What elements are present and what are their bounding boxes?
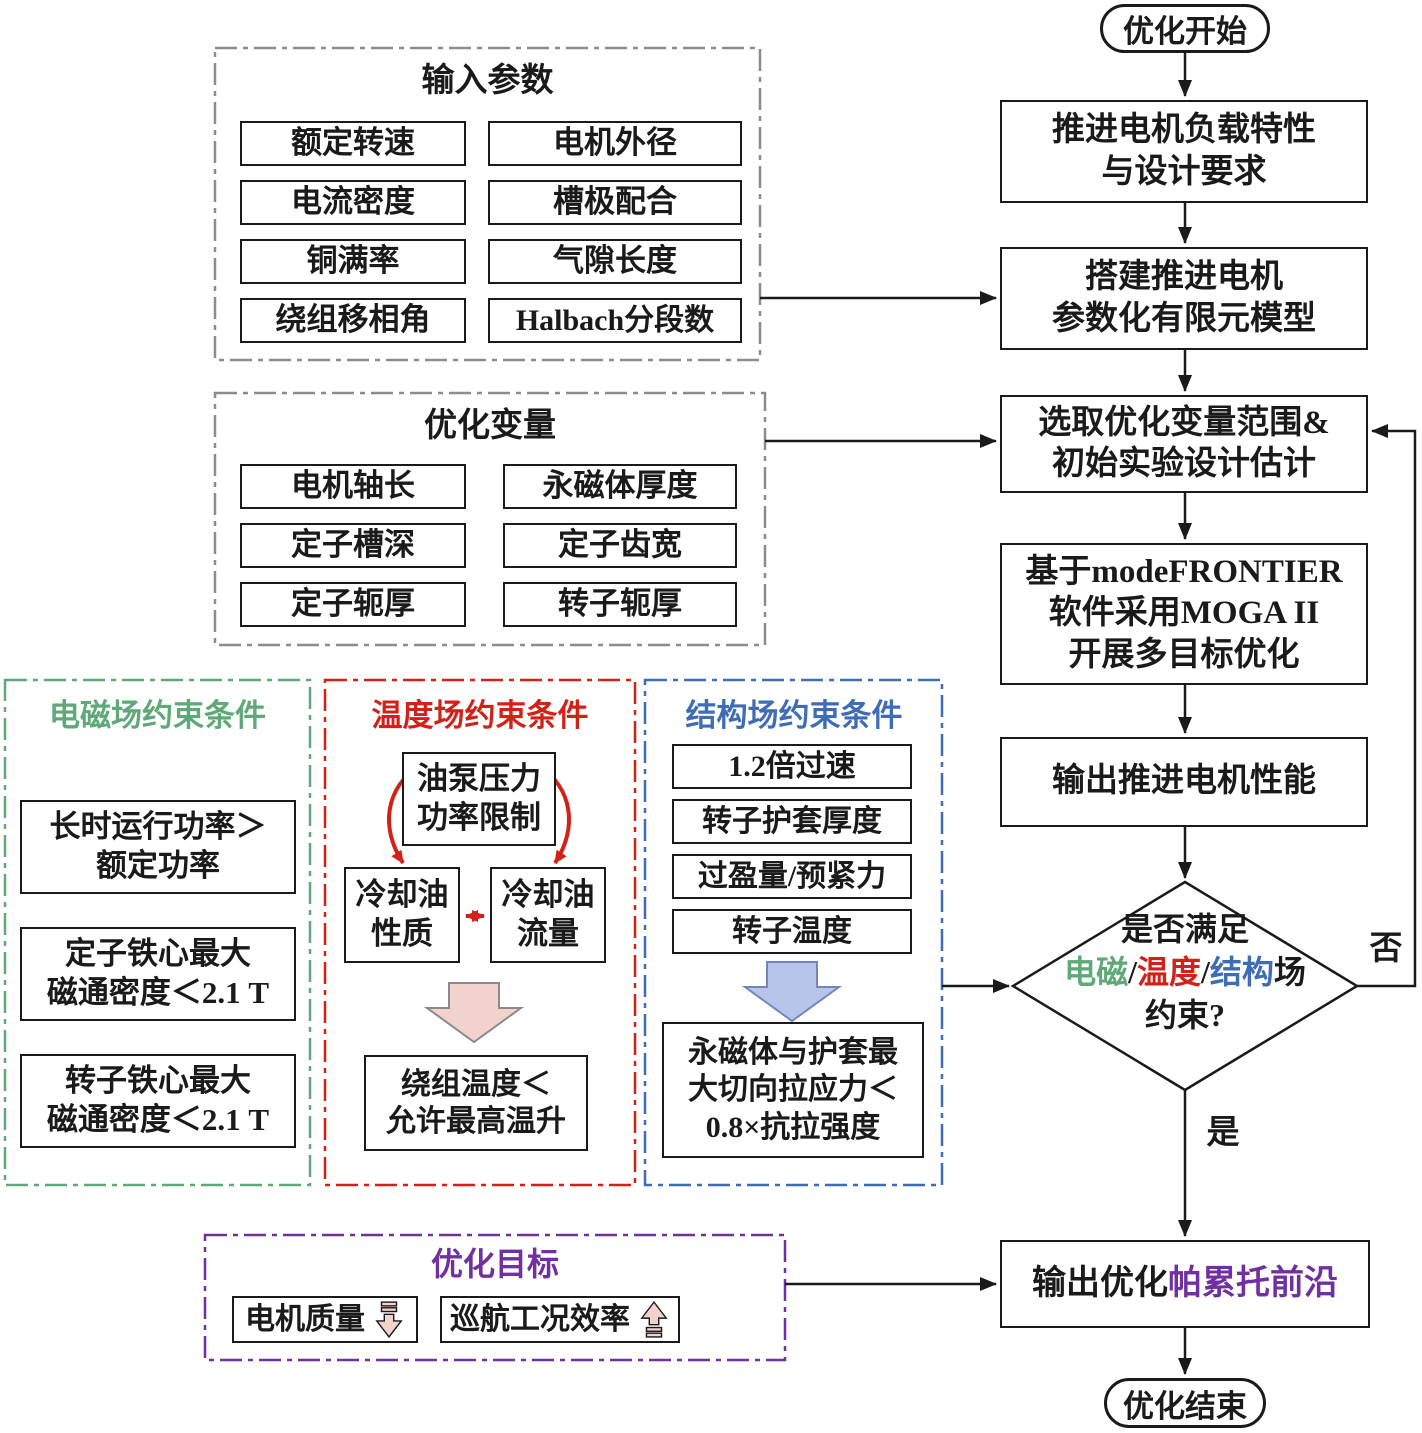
decision-thermal-label: 温度 xyxy=(1136,954,1201,991)
struct-result-box: 永磁体与护套最 大切向拉应力＜ 0.8×抗拉强度 xyxy=(662,1022,924,1158)
input-param-item: 气隙长度 xyxy=(488,239,742,284)
struct-block-arrow-down-icon xyxy=(741,961,843,1023)
no-branch-label: 否 xyxy=(1369,930,1403,967)
opt-var-item: 永磁体厚度 xyxy=(503,464,737,509)
step-select-variable-range: 选取优化变量范围& 初始实验设计估计 xyxy=(1000,395,1368,493)
opt-vars-group-border xyxy=(213,391,767,647)
decision-sep: / xyxy=(1128,954,1137,991)
decision-line3: 约束? xyxy=(1144,997,1225,1034)
objective-efficiency-box: 巡航工况效率 xyxy=(440,1296,680,1343)
opt-var-item: 定子槽深 xyxy=(240,523,466,568)
thermal-oil-props-box: 冷却油 性质 xyxy=(344,867,460,963)
em-constraint-item: 定子铁心最大 磁通密度＜2.1 T xyxy=(20,927,296,1021)
thermal-constraints-title: 温度场约束条件 xyxy=(371,697,589,733)
input-param-item: 槽极配合 xyxy=(488,180,742,225)
decision-sep: / xyxy=(1201,954,1210,991)
opt-var-item: 定子齿宽 xyxy=(503,523,737,568)
struct-constraint-item: 转子护套厚度 xyxy=(672,799,912,844)
thermal-oil-flow-box: 冷却油 流量 xyxy=(490,867,606,963)
decision-structure-label: 结构 xyxy=(1209,954,1274,991)
opt-vars-title: 优化变量 xyxy=(424,408,556,444)
input-param-item: Halbach分段数 xyxy=(488,298,742,343)
struct-constraints-title: 结构场约束条件 xyxy=(685,697,903,733)
arrow-down-icon xyxy=(375,1300,403,1338)
step-build-fem-model: 搭建推进电机 参数化有限元模型 xyxy=(1000,247,1368,350)
step-load-characteristics: 推进电机负载特性 与设计要求 xyxy=(1000,100,1368,203)
decision-line2: 电磁/温度/结构场 xyxy=(1030,951,1340,994)
em-constraints-title: 电磁场约束条件 xyxy=(49,697,266,733)
em-constraint-item: 长时运行功率＞ 额定功率 xyxy=(20,800,296,894)
input-params-title: 输入参数 xyxy=(421,63,554,99)
thermal-block-arrow-down-icon xyxy=(423,982,525,1044)
em-constraint-item: 转子铁心最大 磁通密度＜2.1 T xyxy=(20,1054,296,1148)
thermal-constraints-group-border xyxy=(323,678,637,1187)
input-param-item: 绕组移相角 xyxy=(240,298,466,343)
step-output-pareto-front: 输出优化帕累托前沿 xyxy=(1000,1240,1370,1328)
decision-text: 是否满足 电磁/温度/结构场 约束? xyxy=(1030,908,1340,1068)
thermal-result-box: 绕组温度＜ 允许最高温升 xyxy=(364,1055,588,1151)
input-param-item: 额定转速 xyxy=(240,121,466,166)
objectives-group-border xyxy=(203,1233,787,1362)
objective-mass-label: 电机质量 xyxy=(245,1302,365,1336)
struct-constraints-group-border xyxy=(643,678,944,1187)
end-node: 优化结束 xyxy=(1104,1378,1266,1428)
decision-suffix: 场 xyxy=(1273,954,1306,991)
struct-constraint-item: 转子温度 xyxy=(672,909,912,954)
decision-em-label: 电磁 xyxy=(1064,954,1129,991)
arrow-no-feedback-loop xyxy=(1357,424,1417,988)
decision-line1: 是否满足 xyxy=(1120,911,1249,947)
objectives-title: 优化目标 xyxy=(430,1246,559,1282)
output-pareto-highlight: 帕累托前沿 xyxy=(1168,1264,1338,1302)
opt-var-item: 定子轭厚 xyxy=(240,582,466,627)
step-output-performance: 输出推进电机性能 xyxy=(1000,737,1368,827)
yes-branch-label: 是 xyxy=(1206,1114,1240,1151)
opt-var-item: 电机轴长 xyxy=(240,464,466,509)
thermal-pump-limit-box: 油泵压力 功率限制 xyxy=(402,752,556,846)
struct-constraint-item: 1.2倍过速 xyxy=(672,744,912,789)
struct-constraint-item: 过盈量/预紧力 xyxy=(672,854,912,899)
start-node: 优化开始 xyxy=(1100,4,1270,53)
objective-efficiency-label: 巡航工况效率 xyxy=(450,1302,630,1336)
input-param-item: 铜满率 xyxy=(240,239,466,284)
input-param-item: 电机外径 xyxy=(488,121,742,166)
decision-diamond-shape xyxy=(1010,880,1360,1092)
arrow-up-icon xyxy=(640,1300,668,1338)
input-param-item: 电流密度 xyxy=(240,180,466,225)
step-moga-optimization: 基于modeFRONTIER 软件采用MOGA II 开展多目标优化 xyxy=(1000,543,1368,685)
opt-var-item: 转子轭厚 xyxy=(503,582,737,627)
em-constraints-group-border xyxy=(3,678,312,1187)
objective-mass-box: 电机质量 xyxy=(232,1296,418,1343)
output-prefix: 输出优化 xyxy=(1032,1264,1168,1302)
